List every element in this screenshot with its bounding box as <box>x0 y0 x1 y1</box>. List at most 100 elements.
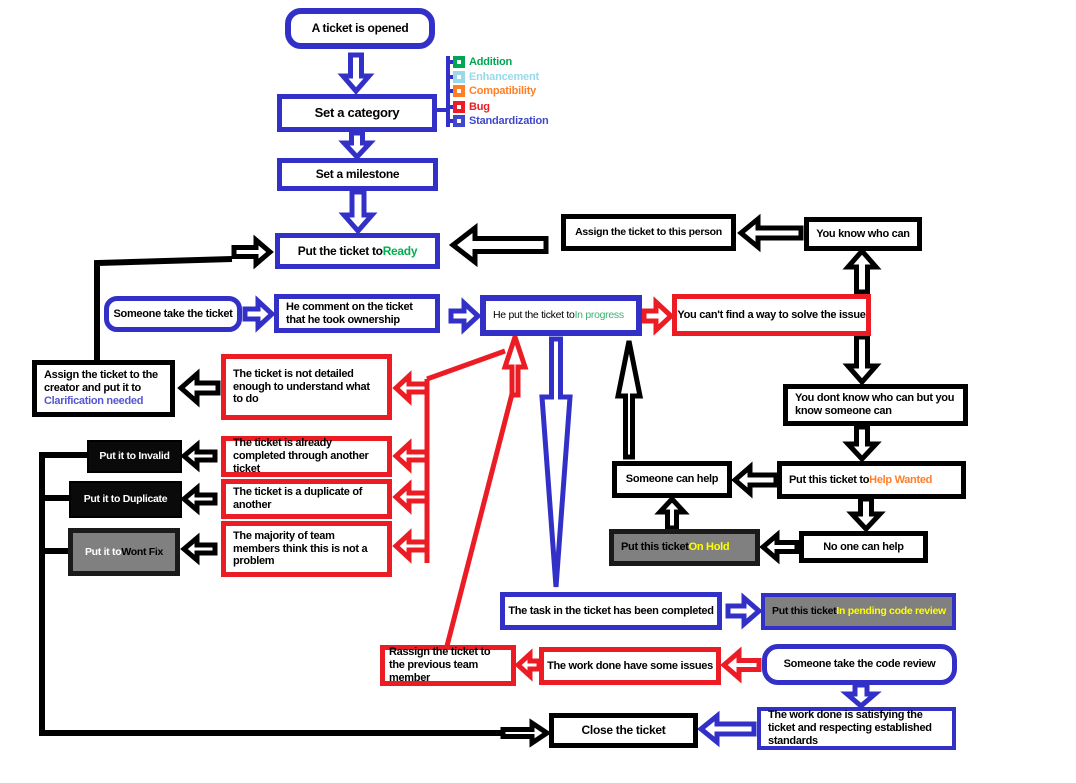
node-someone-take-review: Someone take the code review <box>762 644 957 685</box>
node-put-duplicate: Put it to Duplicate <box>69 481 182 518</box>
edge-rassign-inprogress <box>444 393 515 647</box>
legend-swatch-icon <box>453 115 465 127</box>
edge-onhold-someonehelp <box>654 495 690 531</box>
node-someone-take-ticket-label: Someone take the ticket <box>113 307 233 320</box>
node-work-has-issues: The work done have some issues <box>539 647 721 685</box>
node-duplicate-of-another: The ticket is a duplicate of another <box>221 479 392 519</box>
node-assign-creator-clarification: Assign the ticket to the creator and put… <box>32 360 175 417</box>
node-put-pending-review: Put this ticket In pending code review <box>761 593 956 630</box>
node-put-wont-fix-label: Put it to <box>84 545 122 558</box>
node-you-know-who: You know who can <box>804 217 922 251</box>
node-cant-find-way: You can't find a way to solve the issue <box>672 294 871 336</box>
edge-assigncreator-ready <box>94 256 233 362</box>
node-set-milestone: Set a milestone <box>277 158 438 191</box>
edge-inprogress-reject-reasons <box>392 438 430 474</box>
node-already-completed-label: The ticket is already completed through … <box>233 437 369 475</box>
node-cant-find-way-label: You can't find a way to solve the issue <box>677 308 866 321</box>
node-put-on-hold: Put this ticket On Hold <box>609 529 760 566</box>
node-no-one-can-help-label: No one can help <box>823 540 904 553</box>
edge-closed-statuses-close <box>39 452 504 736</box>
legend-item-bug: Bug <box>441 100 490 114</box>
edge-assignperson-ready <box>448 222 549 268</box>
node-comment-ownership-label: He comment on the ticket that he took ow… <box>286 300 413 326</box>
edge-someonehelp-inprogress <box>614 340 644 460</box>
edge-helpwanted-noone <box>846 496 886 533</box>
node-put-in-progress-status: In progress <box>574 309 625 322</box>
edge-workok-close <box>697 710 757 748</box>
edge-inprogress-reject-reasons <box>392 528 430 564</box>
legend-item-addition: Addition <box>441 55 512 69</box>
node-put-wont-fix-status: Wont Fix <box>121 545 164 558</box>
node-someone-take-review-label: Someone take the code review <box>783 658 936 671</box>
node-close-ticket-label: Close the ticket <box>581 723 666 738</box>
legend-item-standardization: Standardization <box>441 114 549 128</box>
node-dont-know-who-label: You dont know who can but you know someo… <box>795 392 955 417</box>
node-close-ticket: Close the ticket <box>549 713 698 748</box>
edge-alreadycompleted-invalid <box>180 439 218 473</box>
edge-takereview-workissues <box>720 646 762 684</box>
node-comment-ownership: He comment on the ticket that he took ow… <box>274 294 440 333</box>
edge-helpwanted-someonehelp <box>731 461 779 499</box>
node-already-completed: The ticket is already completed through … <box>221 436 392 477</box>
edge-knowwho-assignperson <box>737 213 804 253</box>
node-put-pending-review-status: In pending code review <box>836 605 946 618</box>
node-put-ready: Put the ticket to Ready <box>275 233 440 269</box>
node-set-category: Set a category <box>277 94 437 132</box>
node-assign-creator-clarification-label: Assign the ticket to the creator and put… <box>44 369 158 407</box>
node-set-milestone-label: Set a milestone <box>315 167 400 182</box>
node-ticket-opened-label: A ticket is opened <box>311 21 409 36</box>
node-no-one-can-help: No one can help <box>799 531 928 563</box>
edge-duplicateof-duplicate <box>180 482 218 516</box>
node-put-invalid-label: Put it to Invalid <box>99 450 170 463</box>
edge-taskcompleted-pendingreview <box>725 592 763 630</box>
node-put-ready-status: Ready <box>382 243 418 258</box>
node-not-detailed-label: The ticket is not detailed enough to und… <box>233 367 370 406</box>
node-put-wont-fix: Put it to Wont Fix <box>68 528 180 576</box>
edge-noone-onhold <box>759 529 800 565</box>
edge-inprogress-reject-reasons <box>392 370 430 406</box>
edge-closed-statuses-close <box>500 718 552 748</box>
legend-item-enhancement: Enhancement <box>441 70 539 84</box>
legend-label: Addition <box>469 56 512 68</box>
edge-cantfind-knowwho <box>842 247 882 295</box>
edge-takereview-workok <box>840 682 882 710</box>
legend-label: Bug <box>469 101 490 113</box>
node-set-category-label: Set a category <box>314 105 400 121</box>
node-rassign-previous-label: Rassign the ticket to the previous team … <box>389 646 491 684</box>
node-duplicate-of-another-label: The ticket is a duplicate of another <box>233 486 363 511</box>
node-put-help-wanted-label: Put this ticket to <box>789 473 870 486</box>
node-dont-know-who: You dont know who can but you know someo… <box>783 384 968 426</box>
node-assign-this-person: Assign the ticket to this person <box>561 214 736 251</box>
legend-swatch-icon <box>453 71 465 83</box>
node-put-help-wanted: Put this ticket to Help Wanted <box>777 461 966 499</box>
node-put-ready-label: Put the ticket to <box>297 243 383 258</box>
edge-notdetailed-assigncreator <box>177 368 221 408</box>
node-work-has-issues-label: The work done have some issues <box>547 659 713 672</box>
node-put-in-progress-label: He put the ticket to <box>493 309 575 322</box>
node-task-completed: The task in the ticket has been complete… <box>500 592 722 630</box>
node-put-pending-review-label: Put this ticket <box>772 605 837 618</box>
node-someone-take-ticket: Someone take the ticket <box>104 296 242 332</box>
node-task-completed-label: The task in the ticket has been complete… <box>508 604 714 617</box>
edge-category-milestone <box>338 130 376 161</box>
node-work-satisfying: The work done is satisfying the ticket a… <box>757 707 956 750</box>
node-put-in-progress: He put the ticket to In progress <box>480 295 642 336</box>
node-majority-not-problem: The majority of team members think this … <box>221 521 392 577</box>
node-put-invalid: Put it to Invalid <box>87 440 182 473</box>
edge-category-legend <box>437 56 454 127</box>
legend-label: Enhancement <box>469 71 539 83</box>
edge-dontknow-helpwanted <box>842 424 882 463</box>
legend-label: Compatibility <box>469 85 537 97</box>
legend-swatch-icon <box>453 56 465 68</box>
node-assign-creator-status: Clarification needed <box>44 394 144 407</box>
edge-open-category <box>337 52 375 95</box>
edge-majority-wontfix <box>180 532 218 566</box>
node-you-know-who-label: You know who can <box>816 227 910 240</box>
edge-inprogress-taskcompleted <box>539 336 573 588</box>
node-put-help-wanted-status: Help Wanted <box>869 473 933 486</box>
node-assign-this-person-label: Assign the ticket to this person <box>575 226 722 239</box>
edge-cantfind-dontknow <box>842 334 882 386</box>
node-put-on-hold-label: Put this ticket <box>621 541 689 554</box>
